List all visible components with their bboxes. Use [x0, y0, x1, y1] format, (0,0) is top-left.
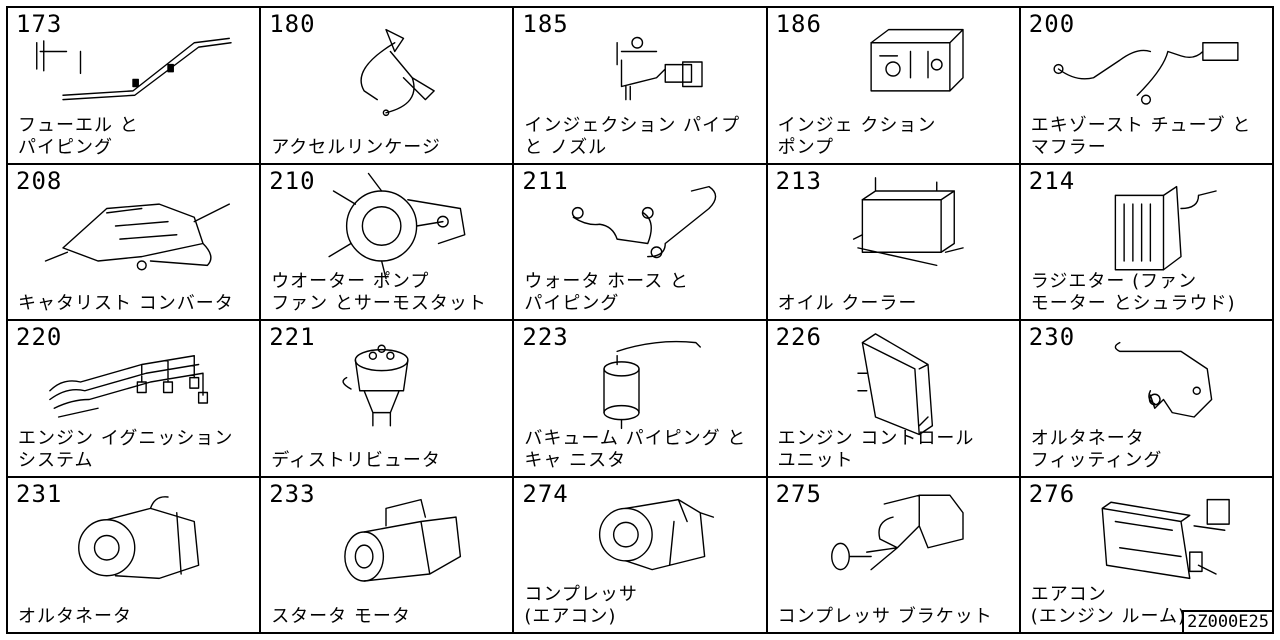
- part-cell-274[interactable]: 274 コンプレッサ (エアコン): [514, 477, 768, 634]
- part-number: 231: [16, 479, 63, 508]
- ac-compressor-icon: [534, 484, 744, 594]
- part-number: 226: [775, 323, 822, 351]
- injection-pipe-icon: [534, 14, 744, 124]
- exhaust-muffler-icon: [1041, 14, 1251, 124]
- part-cell-221[interactable]: 221 ディストリビュータ: [261, 321, 515, 478]
- part-number: 186: [775, 10, 822, 38]
- part-cell-226[interactable]: 226 エンジン コントロール ユニット: [767, 321, 1021, 478]
- catalytic-converter-icon: [28, 171, 238, 281]
- part-cell-275[interactable]: 275 コンプレッサ ブラケット: [767, 477, 1021, 634]
- ignition-system-icon: [28, 327, 238, 437]
- part-cell-186[interactable]: 186 インジェ クション ポンプ: [767, 8, 1021, 165]
- part-label: エアコン (エンジン ルーム): [1030, 584, 1187, 627]
- part-number: 221: [269, 323, 316, 351]
- part-label: コンプレッサ (エアコン): [524, 584, 638, 627]
- part-label: キャタリスト コンバータ: [18, 293, 234, 314]
- part-cell-180[interactable]: 180 アクセルリンケージ: [261, 8, 515, 165]
- part-cell-173[interactable]: 173 フューエル と パイピング: [8, 8, 262, 165]
- radiator-icon: [1041, 171, 1251, 281]
- oil-cooler-icon: [788, 171, 998, 281]
- part-cell-233[interactable]: 233 スタータ モータ: [261, 477, 515, 634]
- part-number: 173: [16, 10, 63, 38]
- vacuum-canister-icon: [534, 327, 744, 437]
- part-cell-230[interactable]: 230 オルタネータ フィッティング: [1020, 321, 1274, 478]
- part-number: 223: [522, 323, 569, 351]
- diagram-code: 2Z000E25: [1182, 610, 1274, 634]
- injection-pump-icon: [788, 14, 998, 124]
- part-cell-200[interactable]: 200 エキゾースト チューブ と マフラー: [1020, 8, 1274, 165]
- part-cell-185[interactable]: 185 インジェクション パイプ と ノズル: [514, 8, 768, 165]
- part-number: 214: [1028, 166, 1076, 195]
- part-cell-213[interactable]: 213 オイル クーラー: [767, 164, 1021, 321]
- part-cell-211[interactable]: 211 ウォータ ホース と パイピング: [514, 164, 768, 321]
- part-number: 180: [269, 10, 316, 38]
- part-label: ウォータ ホース と パイピング: [524, 271, 689, 314]
- part-cell-208[interactable]: 208 キャタリスト コンバータ: [8, 164, 262, 321]
- part-label: バキューム パイピング と キャ ニスタ: [524, 427, 747, 471]
- distributor-icon: [281, 327, 491, 437]
- part-number: 213: [775, 166, 822, 195]
- part-number: 233: [269, 479, 316, 508]
- part-label: フューエル と パイピング: [18, 114, 139, 158]
- ac-engine-room-icon: [1041, 484, 1251, 594]
- part-label: アクセルリンケージ: [271, 136, 441, 158]
- part-label: ラジエター (ファン モーター とシュラウド): [1030, 271, 1236, 314]
- part-cell-223[interactable]: 223 バキューム パイピング と キャ ニスタ: [514, 321, 768, 478]
- part-number: 185: [522, 10, 569, 38]
- starter-motor-icon: [281, 484, 491, 594]
- part-cell-214[interactable]: 214 ラジエター (ファン モーター とシュラウド): [1020, 164, 1274, 321]
- compressor-bracket-icon: [788, 484, 998, 594]
- part-label: ウオーター ポンプ ファン とサーモスタット: [271, 271, 487, 314]
- part-label: インジェ クション ポンプ: [777, 114, 937, 158]
- part-label: スタータ モータ: [271, 606, 411, 627]
- part-label: オルタネータ: [18, 606, 132, 627]
- part-label: エキゾースト チューブ と マフラー: [1030, 114, 1252, 158]
- part-number: 208: [16, 166, 63, 195]
- part-cell-210[interactable]: 210 ウオーター ポンプ ファン とサーモスタット: [261, 164, 515, 321]
- water-pump-fan-icon: [281, 171, 491, 281]
- alternator-icon: [28, 484, 238, 594]
- part-number: 210: [269, 166, 316, 195]
- part-label: オルタネータ フィッティング: [1030, 427, 1163, 471]
- part-cell-231[interactable]: 231 オルタネータ: [8, 477, 262, 634]
- part-label: インジェクション パイプ と ノズル: [524, 114, 741, 158]
- part-label: オイル クーラー: [777, 293, 918, 314]
- part-number: 220: [16, 323, 63, 351]
- part-cell-276[interactable]: 276 エアコン (エンジン ルーム): [1020, 477, 1274, 634]
- part-label: エンジン コントロール ユニット: [777, 427, 975, 471]
- part-number: 230: [1028, 323, 1076, 351]
- fuel-pipe-icon: [28, 14, 238, 124]
- alternator-fitting-icon: [1041, 327, 1251, 437]
- part-number: 200: [1028, 10, 1076, 38]
- part-number: 211: [522, 166, 569, 195]
- part-label: エンジン イグニッション システム: [18, 427, 234, 471]
- engine-control-unit-icon: [788, 327, 998, 437]
- part-number: 274: [522, 479, 569, 508]
- parts-index-grid: 173 フューエル と パイピング 180 アクセルリンケージ 185 インジェクション …: [6, 6, 1274, 634]
- part-number: 275: [775, 479, 822, 508]
- part-number: 276: [1028, 479, 1076, 508]
- part-label: ディストリビュータ: [271, 449, 441, 471]
- water-hose-icon: [534, 171, 744, 281]
- accelerator-linkage-icon: [281, 14, 491, 124]
- part-label: コンプレッサ ブラケット: [777, 606, 993, 627]
- part-cell-220[interactable]: 220 エンジン イグニッション システム: [8, 321, 262, 478]
